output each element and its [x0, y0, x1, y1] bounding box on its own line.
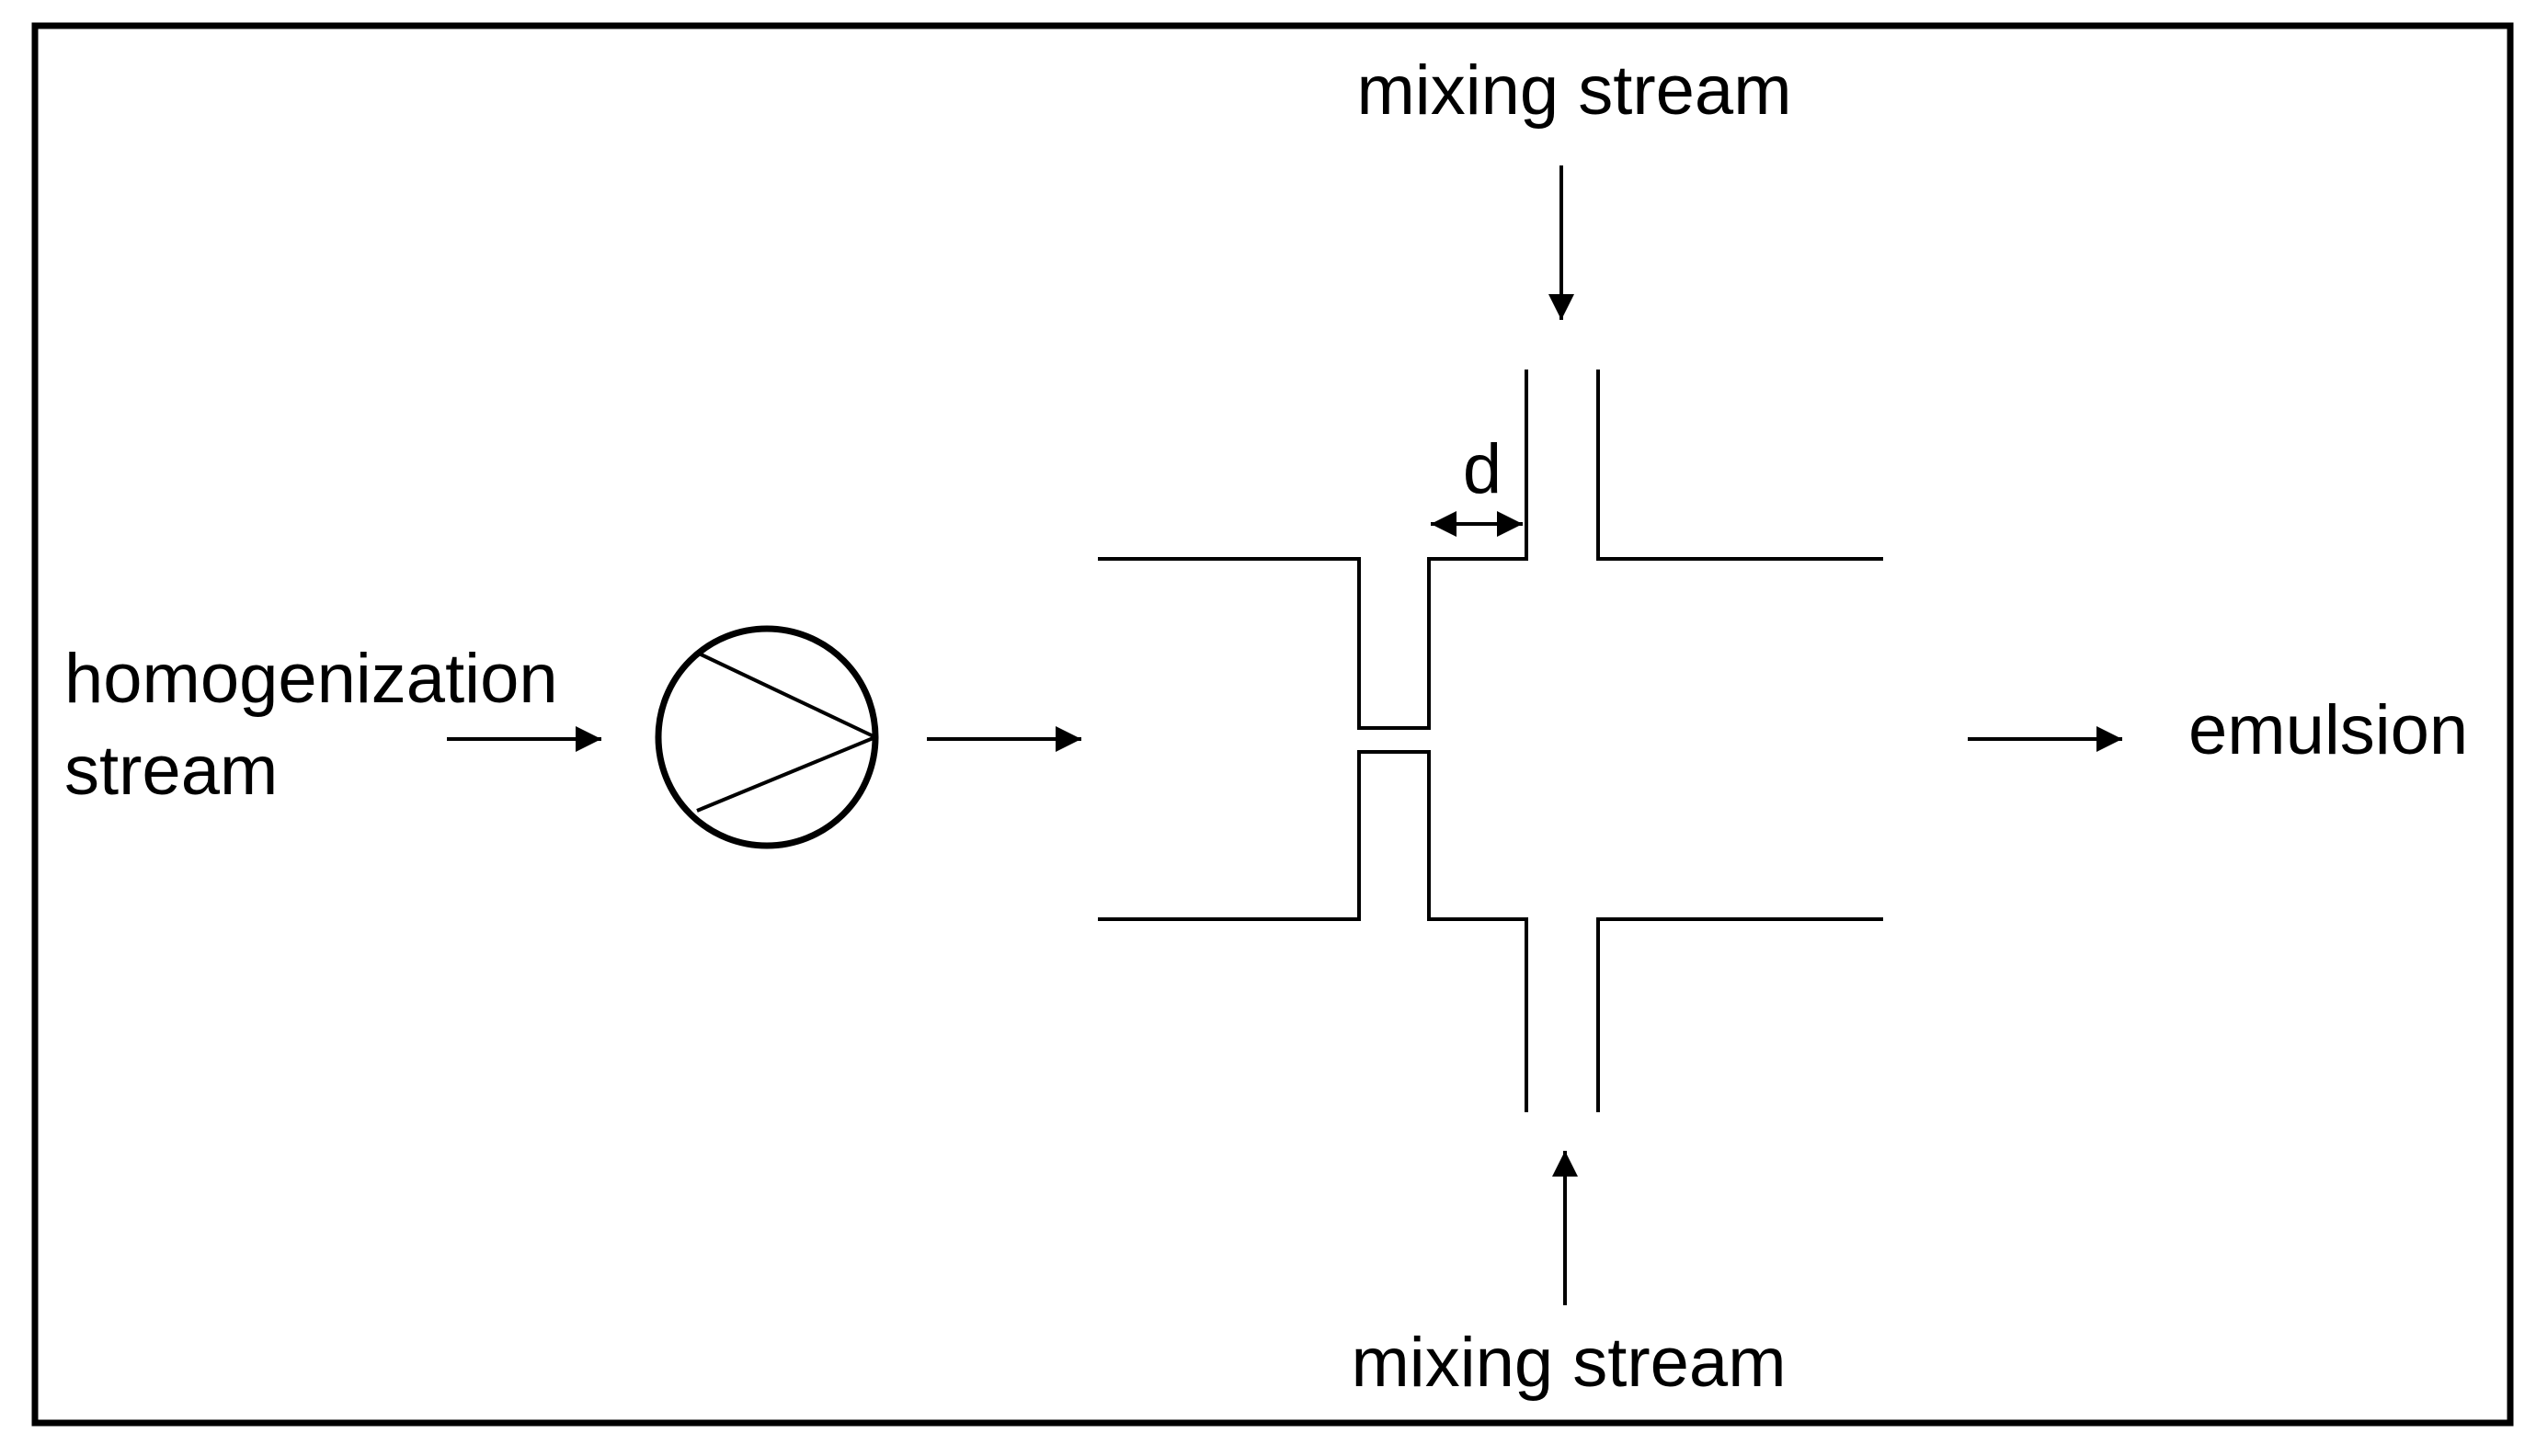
channel-lower-wall: [1098, 750, 1528, 1112]
mixing-stream-top-label: mixing stream: [1357, 51, 1792, 130]
homogenization-stream-label-line2: stream: [64, 732, 278, 810]
pump-icon: [655, 625, 879, 849]
channel-upper-wall: [1098, 370, 1528, 730]
gap-distance-label: d: [1463, 430, 1502, 508]
pump-housing: [655, 625, 879, 849]
pump-wedge-lower: [696, 735, 876, 813]
channel-upper-right-wall: [1596, 370, 1883, 561]
mixing-stream-bottom-label: mixing stream: [1352, 1324, 1787, 1402]
emulsion-label: emulsion: [2188, 691, 2468, 769]
channel-lower-right-wall: [1596, 917, 1883, 1112]
pump-wedge-upper: [696, 651, 876, 739]
diagram-frame: [31, 22, 2514, 1427]
flow-arrows: [447, 165, 2122, 1305]
homogenization-stream-label-line1: homogenization: [64, 640, 558, 718]
mixing-channel: [1098, 370, 1883, 1112]
